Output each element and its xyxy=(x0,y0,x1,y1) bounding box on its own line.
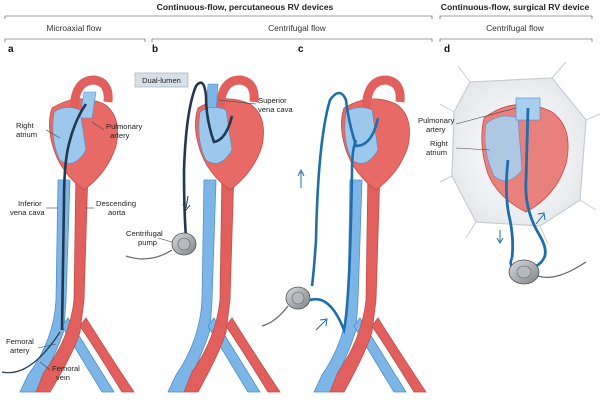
aortic-arch-b xyxy=(215,75,259,113)
dual-lumen-badge-text: Dual-lumen xyxy=(142,76,181,85)
femoral-artery-branch xyxy=(79,317,135,393)
leader-femoral-artery xyxy=(37,343,57,349)
pulmonary-trunk xyxy=(79,91,97,119)
leader-centrifugal-pump xyxy=(157,237,173,243)
bracket-percutaneous xyxy=(4,15,433,19)
right-heart-d xyxy=(484,115,523,182)
right-heart xyxy=(52,107,87,164)
descending-aorta-vessel-c xyxy=(329,169,381,393)
label-aorta-line1: Descending xyxy=(96,199,136,208)
leader-d-right-atrium xyxy=(455,147,491,151)
label-d-pa-line2: artery xyxy=(426,125,446,134)
panel-c xyxy=(261,75,427,393)
flow-arrow-d xyxy=(535,212,546,225)
label-ivc-line1: Inferior xyxy=(18,199,42,208)
vena-cava-vessel-b xyxy=(167,179,217,393)
flow-arrow-femoral-c xyxy=(315,318,328,331)
microaxial-catheter xyxy=(60,103,88,331)
leader-right-atrium xyxy=(45,129,61,139)
subheader-microaxial: Microaxial flow xyxy=(47,23,103,33)
panel-label-d: d xyxy=(444,44,450,55)
label-pulmonary-artery-line1: Pulmonary xyxy=(106,122,142,131)
panel-label-c: c xyxy=(298,44,304,55)
femoral-artery-branch-b xyxy=(225,317,281,393)
centrifugal-pump-b xyxy=(125,232,197,260)
centrifugal-pump-c xyxy=(261,286,311,327)
leader-d-pulmonary-artery xyxy=(455,107,517,125)
flow-arrow-d2 xyxy=(496,230,504,244)
bracket-centrifugal xyxy=(151,38,433,42)
flow-arrow-up-c xyxy=(297,168,305,188)
femoral-artery-branch-c xyxy=(371,317,427,393)
label-femoral-artery-line1: Femoral xyxy=(6,337,34,346)
label-pump-line1: Centrifugal xyxy=(126,229,163,238)
inflow-cannula-c xyxy=(309,139,358,335)
panel-label-a: a xyxy=(8,44,14,55)
dual-lumen-cannula xyxy=(182,81,234,239)
outflow-cannula-d xyxy=(524,107,547,259)
return-arrow-b xyxy=(182,195,191,211)
right-heart-b xyxy=(198,107,233,164)
outflow-cannula-c xyxy=(310,91,380,287)
label-aorta-line2: aorta xyxy=(108,208,126,217)
leader-femoral-vein xyxy=(39,361,51,371)
label-pulmonary-artery-line2: artery xyxy=(110,131,130,140)
label-svc-line1: Superior xyxy=(258,96,287,105)
label-femoral-vein-line1: Femoral xyxy=(52,364,80,373)
leader-pulmonary-artery xyxy=(91,121,105,131)
retractor-lines xyxy=(439,61,600,245)
bracket-microaxial xyxy=(4,38,146,42)
label-d-ra-line1: Right xyxy=(430,139,449,148)
label-d-ra-line2: atrium xyxy=(426,148,447,157)
catheter-lead xyxy=(1,331,61,374)
vena-cava-vessel xyxy=(19,179,71,393)
label-pump-line2: pump xyxy=(138,238,157,247)
inflow-cannula-d xyxy=(505,159,515,259)
leader-superior-vena-cava xyxy=(217,99,257,105)
label-svc-line2: vena cava xyxy=(258,105,293,114)
panel-label-b: b xyxy=(152,44,158,55)
header-surgical: Continuous-flow, surgical RV device xyxy=(441,2,590,12)
bracket-centrifugal-surgical xyxy=(439,38,593,42)
descending-aorta-vessel-b xyxy=(183,169,235,393)
label-femoral-vein-line2: vein xyxy=(56,373,70,382)
aortic-arch xyxy=(69,75,113,113)
label-femoral-artery-line2: artery xyxy=(10,346,30,355)
label-d-pa-line1: Pulmonary xyxy=(418,116,454,125)
label-ivc-line2: vena cava xyxy=(10,208,45,217)
subheader-centrifugal-surgical: Centrifugal flow xyxy=(486,23,545,33)
centrifugal-pump-d xyxy=(508,257,587,285)
descending-aorta-vessel xyxy=(35,169,89,393)
subheader-centrifugal: Centrifugal flow xyxy=(268,23,327,33)
bracket-surgical xyxy=(439,15,593,19)
label-right-atrium-line2: atrium xyxy=(16,130,37,139)
dual-lumen-badge xyxy=(134,72,189,88)
label-right-atrium-line1: Right xyxy=(16,121,35,130)
aortic-arch-c xyxy=(361,75,405,113)
header-percutaneous: Continuous-flow, percutaneous RV devices xyxy=(157,2,334,12)
